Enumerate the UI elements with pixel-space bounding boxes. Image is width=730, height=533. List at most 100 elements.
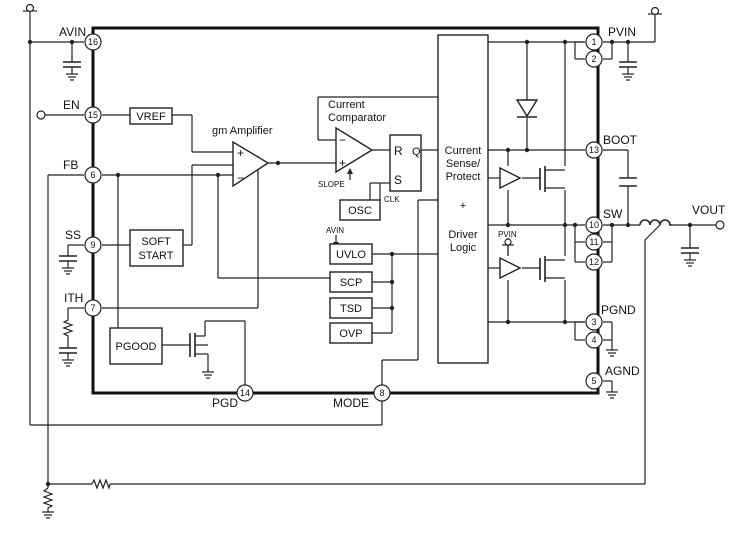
output-capacitor xyxy=(681,247,699,267)
pin-pvin-2-number: 2 xyxy=(591,54,596,64)
pin-fb-number: 6 xyxy=(90,170,95,180)
low-side-gate-driver xyxy=(499,256,522,280)
current-comparator-label-line1: Current xyxy=(328,99,365,111)
gm-amplifier: + − gm Amplifier xyxy=(212,125,273,188)
pin-sw-1-number: 10 xyxy=(589,220,599,230)
pin-en: 15 EN xyxy=(63,98,102,124)
pin-agnd-name: AGND xyxy=(605,364,640,378)
ss-capacitor xyxy=(59,255,77,275)
current-comparator: − + Current Comparator xyxy=(328,99,386,174)
current-comparator-label-line2: Comparator xyxy=(328,112,386,124)
vref-block: VREF xyxy=(129,107,173,125)
avin-internal-label: AVIN xyxy=(326,226,344,235)
pin-avin-number: 16 xyxy=(88,37,98,47)
gm-amplifier-label: gm Amplifier xyxy=(212,125,273,137)
high-side-mosfet xyxy=(539,166,565,192)
pgood-mosfet xyxy=(189,321,208,357)
pin-sw-2-number: 11 xyxy=(589,237,598,247)
pvin-small-supply xyxy=(502,238,514,256)
ovp-block: OVP xyxy=(329,322,373,344)
left-external-wiring xyxy=(27,11,661,488)
comparator-minus: − xyxy=(339,133,346,147)
pin-pgnd-2-number: 4 xyxy=(591,335,596,345)
vref-label: VREF xyxy=(136,111,166,123)
tsd-label: TSD xyxy=(340,303,362,315)
pin-sw-2: 11 xyxy=(585,233,603,251)
driver-label-line5: Driver xyxy=(448,229,478,241)
pin-ith-name: ITH xyxy=(64,291,83,305)
boot-capacitor xyxy=(619,177,637,187)
clk-label: CLK xyxy=(384,195,400,204)
osc-label: OSC xyxy=(348,205,372,217)
pin-pgnd-1-number: 3 xyxy=(591,317,596,327)
pin-pgd-number: 14 xyxy=(240,388,250,398)
vout-label: VOUT xyxy=(692,203,726,217)
pin-ss: 9 SS xyxy=(65,228,102,254)
ic-package-outline xyxy=(91,26,600,395)
uvlo-label: UVLO xyxy=(336,249,366,261)
boot-diode xyxy=(515,99,539,118)
output-inductor xyxy=(639,219,672,226)
pin-pvin-1: 1 PVIN xyxy=(585,25,636,51)
pin-sw-3: 12 xyxy=(585,253,603,271)
soft-start-block: SOFT START xyxy=(129,229,184,267)
pin-agnd-number: 5 xyxy=(591,376,596,386)
gm-amp-plus: + xyxy=(237,146,244,160)
ovp-label: OVP xyxy=(339,328,362,340)
pin-ith-number: 7 xyxy=(90,303,95,313)
pin-pgd-name: PGD xyxy=(212,396,238,410)
pin-avin-name: AVIN xyxy=(59,25,86,39)
pin-sw-1: 10 SW xyxy=(585,207,623,234)
pin-pgnd-2: 4 xyxy=(585,331,603,349)
pgood-label: PGOOD xyxy=(116,341,157,353)
scp-block: SCP xyxy=(329,271,373,293)
uvlo-block: UVLO xyxy=(329,243,373,265)
right-external-wiring xyxy=(572,6,725,399)
gm-amp-minus: − xyxy=(237,171,244,185)
avin-capacitor xyxy=(63,61,81,81)
driver-label-line2: Sense/ xyxy=(446,158,481,170)
pin-pvin-1-number: 1 xyxy=(591,37,596,47)
pin-mode: 8 MODE xyxy=(333,384,391,410)
driver-label-line3: Protect xyxy=(446,171,481,183)
power-stage-wiring xyxy=(488,39,585,325)
latch-q-label: Q xyxy=(412,146,421,158)
pin-sw-3-number: 12 xyxy=(589,257,599,267)
pin-ss-number: 9 xyxy=(90,240,95,250)
feedback-resistor-divider xyxy=(42,478,111,519)
pin-en-number: 15 xyxy=(88,110,98,120)
pgood-block: PGOOD xyxy=(109,327,163,365)
pin-pgd: 14 PGD xyxy=(212,384,254,410)
driver-label-line6: Logic xyxy=(450,242,477,254)
pin-avin: 16 AVIN xyxy=(59,25,102,51)
ith-compensation-network xyxy=(59,319,77,367)
tsd-block: TSD xyxy=(329,297,373,319)
internal-wiring-left xyxy=(102,114,336,385)
pin-ith: 7 ITH xyxy=(64,291,102,317)
osc-block: OSC xyxy=(339,199,381,221)
soft-start-label-line2: START xyxy=(138,250,173,262)
driver-label-line4: + xyxy=(460,200,466,212)
pin-boot-number: 13 xyxy=(589,145,599,155)
pvin-capacitor xyxy=(619,61,637,81)
pin-fb: 6 FB xyxy=(63,158,102,184)
comparator-plus: + xyxy=(339,156,346,170)
soft-start-label-line1: SOFT xyxy=(141,236,171,248)
high-side-gate-driver xyxy=(499,166,522,190)
driver-logic-block: Current Sense/ Protect + Driver Logic xyxy=(437,34,489,364)
pin-pvin-2: 2 xyxy=(585,50,603,68)
pin-mode-number: 8 xyxy=(379,388,384,398)
pin-boot: 13 BOOT xyxy=(585,133,638,159)
pin-pvin-name: PVIN xyxy=(608,25,636,39)
slope-label: SLOPE xyxy=(318,180,345,189)
pin-pgnd-name: PGND xyxy=(601,303,636,317)
latch-s-label: S xyxy=(394,173,402,187)
pin-ss-name: SS xyxy=(65,228,81,242)
internal-wiring-center xyxy=(317,96,438,385)
scp-label: SCP xyxy=(340,277,363,289)
pvin-internal-label: PVIN xyxy=(498,230,517,239)
pin-fb-name: FB xyxy=(63,158,78,172)
pin-agnd: 5 AGND xyxy=(585,364,640,390)
latch-r-label: R xyxy=(394,144,403,158)
